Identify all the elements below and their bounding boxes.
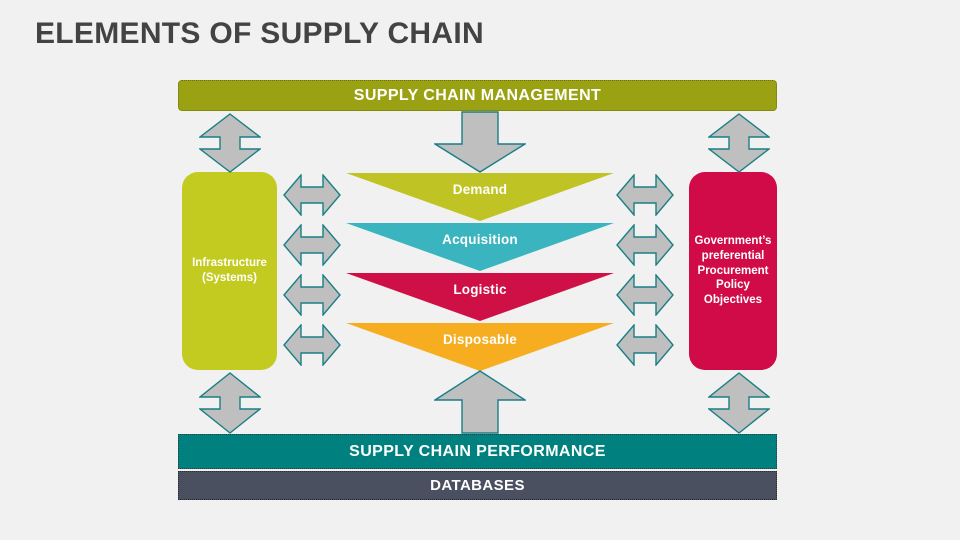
chevron-logistic[interactable]: Logistic [346, 273, 614, 321]
arrow-horizontal-right-demand-icon [616, 174, 674, 216]
banner-databases-label: DATABASES [430, 477, 525, 494]
chevron-disposable-shape [346, 323, 614, 371]
arrow-horizontal-right-disposable-icon [616, 324, 674, 366]
arrow-up-glyph [434, 370, 526, 434]
arrow-leftright-glyph [616, 324, 674, 366]
arrow-leftright-glyph [283, 274, 341, 316]
arrow-leftright-glyph [616, 274, 674, 316]
chevron-acquisition-shape [346, 223, 614, 271]
arrow-center-down-icon [434, 111, 526, 173]
arrow-center-up-icon [434, 370, 526, 434]
chevron-demand[interactable]: Demand [346, 173, 614, 221]
box-infrastructure-line-1: Infrastructure [192, 257, 267, 270]
box-government-procurement-policy[interactable]: Government’s preferential Procurement Po… [689, 172, 777, 370]
chevron-acquisition-label: Acquisition [442, 232, 518, 247]
box-government-line-4: Policy [716, 279, 750, 292]
arrow-horizontal-left-acquisition-icon [283, 224, 341, 266]
arrow-vertical-top-right-icon [708, 113, 770, 173]
arrow-updown-glyph [199, 372, 261, 434]
chevron-disposable-label: Disposable [442, 332, 518, 347]
arrow-vertical-bottom-right-icon [708, 372, 770, 434]
chevron-demand-label: Demand [452, 182, 508, 197]
banner-supply-chain-management-label: SUPPLY CHAIN MANAGEMENT [353, 86, 602, 104]
arrow-horizontal-left-disposable-icon [283, 324, 341, 366]
arrow-vertical-bottom-left-icon [199, 372, 261, 434]
arrow-horizontal-left-demand-icon [283, 174, 341, 216]
chevron-logistic-shape [346, 273, 614, 321]
banner-supply-chain-performance[interactable]: SUPPLY CHAIN PERFORMANCE [178, 434, 777, 469]
arrow-updown-glyph [708, 372, 770, 434]
chevron-acquisition[interactable]: Acquisition [346, 223, 614, 271]
arrow-leftright-glyph [283, 324, 341, 366]
banner-supply-chain-management[interactable]: SUPPLY CHAIN MANAGEMENT [178, 80, 777, 111]
arrow-horizontal-right-logistic-icon [616, 274, 674, 316]
chevron-disposable[interactable]: Disposable [346, 323, 614, 371]
arrow-horizontal-left-logistic-icon [283, 274, 341, 316]
page-title: ELEMENTS OF SUPPLY CHAIN [35, 17, 484, 50]
arrow-leftright-glyph [616, 174, 674, 216]
arrow-updown-glyph [199, 113, 261, 173]
arrow-leftright-glyph [283, 174, 341, 216]
banner-databases[interactable]: DATABASES [178, 471, 777, 500]
box-government-line-2: preferential [701, 249, 765, 262]
arrow-leftright-glyph [283, 224, 341, 266]
arrow-down-glyph [434, 111, 526, 173]
chevron-logistic-label: Logistic [453, 282, 507, 297]
box-infrastructure-line-2: (Systems) [202, 272, 257, 284]
arrow-vertical-top-left-icon [199, 113, 261, 173]
arrow-updown-glyph [708, 113, 770, 173]
box-infrastructure-systems[interactable]: Infrastructure (Systems) [182, 172, 277, 370]
arrow-horizontal-right-acquisition-icon [616, 224, 674, 266]
banner-supply-chain-performance-label: SUPPLY CHAIN PERFORMANCE [349, 442, 606, 460]
box-government-line-5: Objectives [703, 294, 763, 307]
chevron-demand-shape [346, 173, 614, 221]
arrow-leftright-glyph [616, 224, 674, 266]
box-government-line-3: Procurement [697, 264, 769, 277]
box-government-line-1: Government’s [694, 235, 772, 248]
